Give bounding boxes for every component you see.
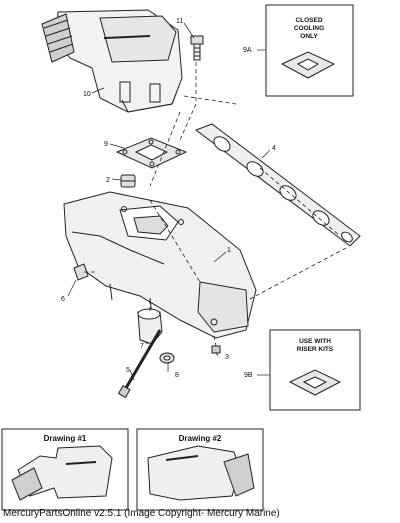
- callout-6: 6: [61, 296, 65, 303]
- elbow-part-10: [41, 9, 183, 113]
- bolt-part-11: [190, 35, 204, 61]
- callout-1: 1: [227, 247, 231, 254]
- callout-2: 2: [106, 177, 110, 184]
- nut-part-3: [211, 345, 221, 354]
- riser-kits-line-2: RISER KITS: [297, 346, 334, 353]
- callout-4: 4: [272, 145, 276, 152]
- callout-3: 3: [225, 354, 229, 361]
- drawing-2-panel: [136, 428, 264, 511]
- closed-cooling-line-3: ONLY: [300, 33, 318, 40]
- closed-cooling-text: CLOSED COOLING ONLY: [294, 17, 324, 40]
- callout-9a: 9A: [243, 47, 252, 54]
- callout-9b: 9B: [244, 372, 253, 379]
- closed-cooling-box: [265, 4, 354, 97]
- callout-numbers: 11 10 9 2 1 4 6 7 3 5 8 9A 9B: [61, 18, 276, 379]
- callout-8: 8: [175, 372, 179, 379]
- long-bolt-part-5: [117, 329, 162, 399]
- drawing-1-panel: [1, 428, 129, 511]
- manifold-part-1: [63, 191, 257, 339]
- riser-kits-box: [269, 329, 361, 411]
- manifold-gasket-part-4: [194, 123, 361, 247]
- riser-kits-text: USE WITH RISER KITS: [297, 338, 334, 353]
- copyright-footer: MercuryPartsOnline v2.5.1 (Image Copyrig…: [3, 508, 280, 519]
- callout-10: 10: [83, 91, 91, 98]
- callout-11: 11: [176, 18, 183, 25]
- closed-cooling-line-1: CLOSED: [295, 17, 322, 24]
- drawing-2-title: Drawing #2: [179, 434, 222, 443]
- closed-cooling-line-2: COOLING: [294, 25, 324, 32]
- riser-kits-line-1: USE WITH: [299, 338, 331, 345]
- plug-part-2: [120, 174, 136, 188]
- drawing-1-title: Drawing #1: [44, 434, 87, 443]
- callout-7: 7: [140, 343, 144, 350]
- callout-9: 9: [104, 141, 108, 148]
- callout-5: 5: [126, 367, 130, 374]
- washer-part-8: [159, 352, 175, 364]
- fitting-part-7: [137, 308, 163, 345]
- fitting-part-6: [73, 263, 89, 281]
- assembly-lines: [84, 62, 347, 347]
- gasket-part-9: [115, 137, 188, 169]
